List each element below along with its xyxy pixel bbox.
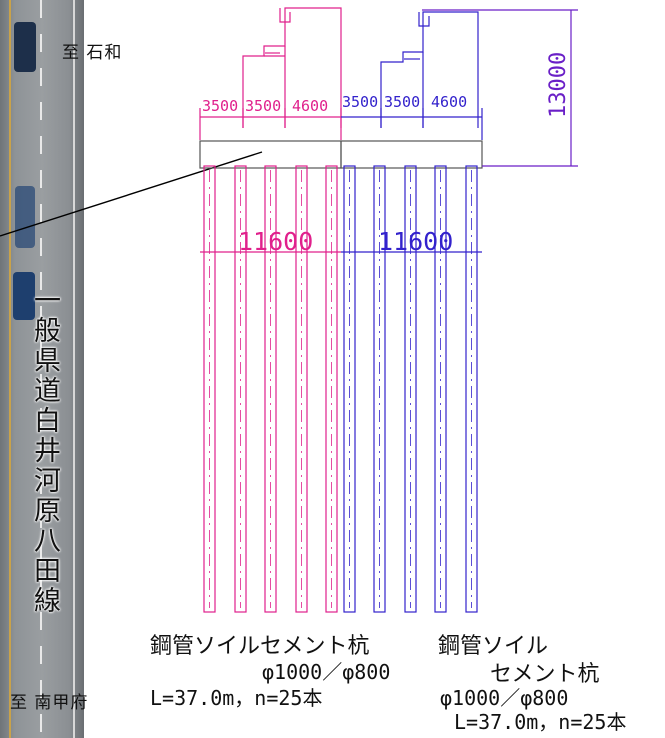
left-dim-3: 4600 [292,97,328,115]
right-note-line2: セメント杭 [490,662,600,687]
left-note-line3: L=37.0m，n=25本 [150,686,323,710]
left-note-line2: φ1000／φ800 [262,660,391,684]
right-piles [343,165,478,613]
leader-line [0,151,263,237]
right-note-line1: 鋼管ソイル [438,634,549,659]
destination-south-label: 至 南甲府 [10,693,89,713]
left-piles [203,165,338,613]
road-name-label: 一般県道白井河原八田線 [29,286,60,616]
right-dim-3: 4600 [431,93,467,111]
road-edge-line-right [73,0,75,738]
right-dim-1: 3500 [342,93,378,111]
left-footing [199,140,342,169]
left-pier-column [242,7,342,128]
car-top [14,22,36,72]
height-label: 13000 [546,52,571,118]
left-dim-2: 3500 [245,97,281,115]
right-note-line3: φ1000／φ800 [440,686,569,710]
right-pier-column [380,11,479,128]
car-lower [13,272,35,320]
left-note-line1: 鋼管ソイルセメント杭 [150,634,370,659]
aerial-road-photo [0,0,84,738]
right-width-label: 11600 [378,227,453,256]
car-middle [15,186,35,248]
road-edge-line-left [9,0,11,738]
left-width-label: 11600 [238,227,313,256]
left-dim-1: 3500 [202,97,238,115]
destination-north-label: 至 石和 [62,43,123,63]
right-note-line4: L=37.0m，n=25本 [454,710,627,734]
height-dimension [422,9,578,167]
right-footing [340,140,483,169]
right-dim-2: 3500 [384,93,420,111]
road-center-line [40,0,42,738]
right-pier [340,11,483,613]
